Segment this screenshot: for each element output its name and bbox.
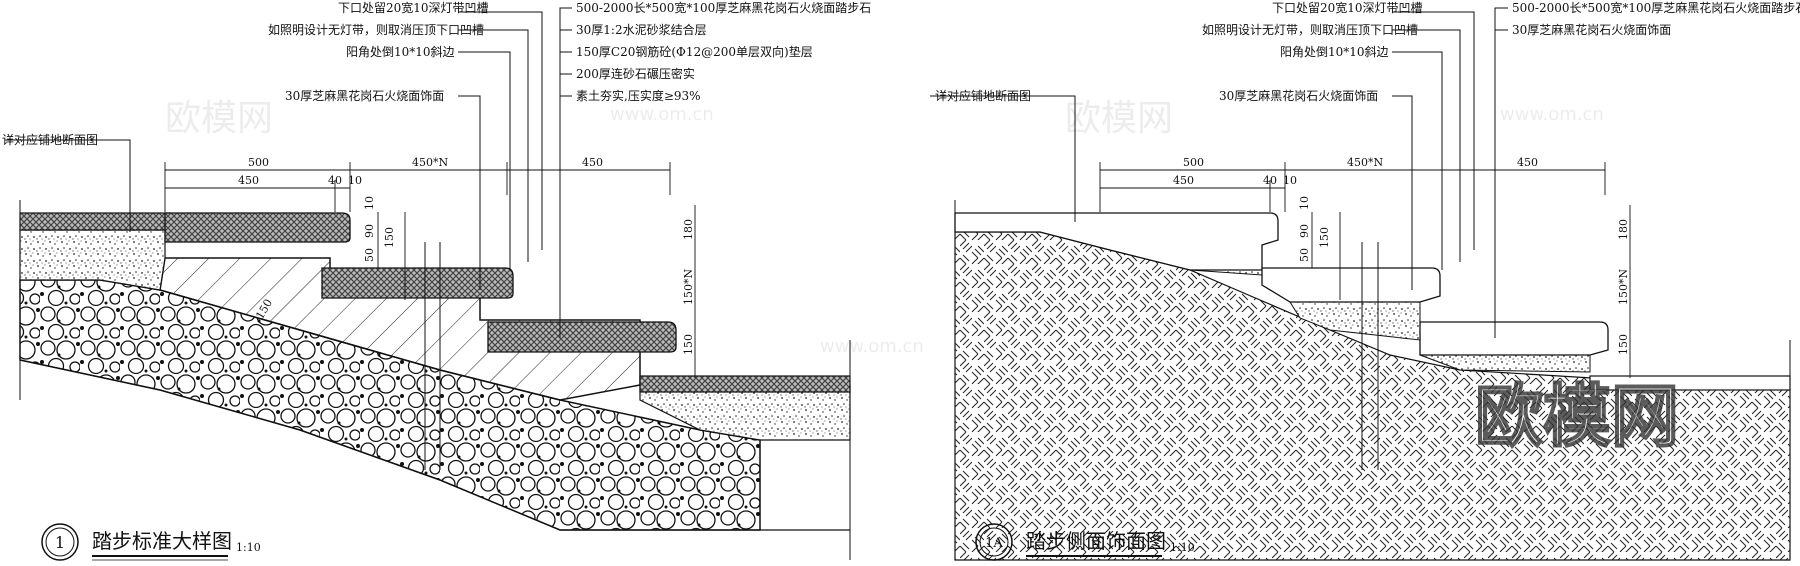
left-title: 踏步标准大样图 bbox=[92, 529, 232, 553]
dim-side-10: 10 bbox=[363, 196, 376, 210]
dim-450-right: 450 bbox=[582, 156, 603, 169]
step-stone-2 bbox=[321, 267, 514, 299]
watermark-url-2: www.om.cn bbox=[1500, 104, 1604, 125]
right-dim-side-150n: 150*N bbox=[1617, 269, 1630, 305]
watermark-logo-large: 欧模网 bbox=[1475, 378, 1679, 457]
dim-450n: 450*N bbox=[412, 156, 448, 169]
right-dim-side-150b: 150 bbox=[1617, 334, 1630, 355]
right-callout-groove: 下口处留20宽10深灯带凹槽 bbox=[1272, 0, 1423, 15]
left-callout-groove: 下口处留20宽10深灯带凹槽 bbox=[338, 0, 489, 15]
right-dim-450n: 450*N bbox=[1347, 156, 1383, 169]
right-dim-side-10: 10 bbox=[1298, 196, 1311, 210]
watermark-url-1: www.om.cn bbox=[610, 104, 714, 125]
left-spec-stone: 500-2000长*500宽*100厚芝麻黑花岗石火烧面踏步石 bbox=[576, 0, 871, 15]
right-callout-finish: 30厚芝麻黑花岗石火烧面饰面 bbox=[1219, 88, 1378, 103]
right-dim-side-50: 50 bbox=[1298, 248, 1311, 262]
right-dim-40: 40 bbox=[1263, 174, 1277, 187]
step-stone-1 bbox=[164, 212, 351, 243]
left-spec-concrete: 150厚C20钢筋砼(Φ12@200单层双向)垫层 bbox=[576, 44, 813, 59]
right-dim-450: 450 bbox=[1173, 174, 1194, 187]
right-dim-side-90: 90 bbox=[1298, 224, 1311, 238]
dim-side-50: 50 bbox=[363, 248, 376, 262]
dim-side-150n: 150*N bbox=[682, 269, 695, 305]
left-spec-gravel: 200厚连砂石碾压密实 bbox=[576, 66, 695, 81]
ground-line bbox=[19, 359, 850, 531]
left-dimensions bbox=[164, 162, 696, 378]
paving-bottom bbox=[639, 375, 851, 393]
right-spec-finish: 30厚芝麻黑花岗石火烧面饰面 bbox=[1512, 22, 1671, 37]
watermark-logo-1: 欧模网 bbox=[165, 98, 273, 139]
dim-500: 500 bbox=[248, 156, 269, 169]
step-stone-3 bbox=[487, 321, 677, 353]
left-title-block: 1 踏步标准大样图 1:10 bbox=[41, 523, 261, 561]
right-spec-stone: 500-2000长*500宽*100厚芝麻黑花岗石火烧面踏步石 bbox=[1512, 0, 1800, 15]
watermark-url-3: www.om.cn bbox=[820, 336, 924, 357]
right-dim-side-180: 180 bbox=[1617, 219, 1630, 240]
right-callout-lighting: 如照明设计无灯带，则取消压顶下口凹槽 bbox=[1202, 22, 1418, 37]
right-dim-450-right: 450 bbox=[1517, 156, 1538, 169]
right-step-2 bbox=[1261, 267, 1441, 303]
right-title-block: 1A 踏步侧面饰面图 1:10 bbox=[975, 523, 1195, 561]
dim-side-180: 180 bbox=[682, 219, 695, 240]
right-title-number: 1A bbox=[985, 536, 1003, 551]
left-callout-chamfer: 阳角处倒10*10斜边 bbox=[346, 45, 455, 59]
left-section-drawing bbox=[19, 200, 851, 560]
left-spec-soil: 素土夯实,压实度≥93% bbox=[576, 88, 701, 103]
right-callout-chamfer: 阳角处倒10*10斜边 bbox=[1280, 45, 1389, 59]
dim-side-90: 90 bbox=[363, 224, 376, 238]
right-step-3 bbox=[1419, 321, 1609, 356]
right-title: 踏步侧面饰面图 bbox=[1026, 529, 1166, 553]
right-leaders bbox=[930, 7, 1508, 338]
dim-side-150b: 150 bbox=[682, 334, 695, 355]
left-scale: 1:10 bbox=[236, 541, 261, 554]
watermark-logo-2: 欧模网 bbox=[1065, 98, 1173, 139]
dim-10: 10 bbox=[348, 174, 362, 187]
left-title-number: 1 bbox=[55, 533, 65, 552]
right-dim-side-150: 150 bbox=[1318, 227, 1331, 248]
right-side-note: 详对应铺地断面图 bbox=[935, 88, 1031, 103]
paving-top bbox=[19, 212, 171, 231]
dim-side-150: 150 bbox=[383, 227, 396, 248]
right-step-1 bbox=[954, 212, 1279, 271]
right-dim-500: 500 bbox=[1183, 156, 1204, 169]
right-dim-10: 10 bbox=[1283, 174, 1297, 187]
dim-450: 450 bbox=[238, 174, 259, 187]
right-scale: 1:10 bbox=[1170, 541, 1195, 554]
left-callout-lighting: 如照明设计无灯带，则取消压顶下口凹槽 bbox=[268, 22, 484, 37]
dim-40: 40 bbox=[328, 174, 342, 187]
left-spec-mortar: 30厚1:2水泥砂浆结合层 bbox=[576, 22, 707, 37]
left-side-note: 详对应铺地断面图 bbox=[2, 132, 98, 147]
left-leaders bbox=[5, 7, 572, 338]
left-callout-finish: 30厚芝麻黑花岗石火烧面饰面 bbox=[285, 88, 444, 103]
right-section-drawing: 欧模网 bbox=[954, 200, 1791, 561]
